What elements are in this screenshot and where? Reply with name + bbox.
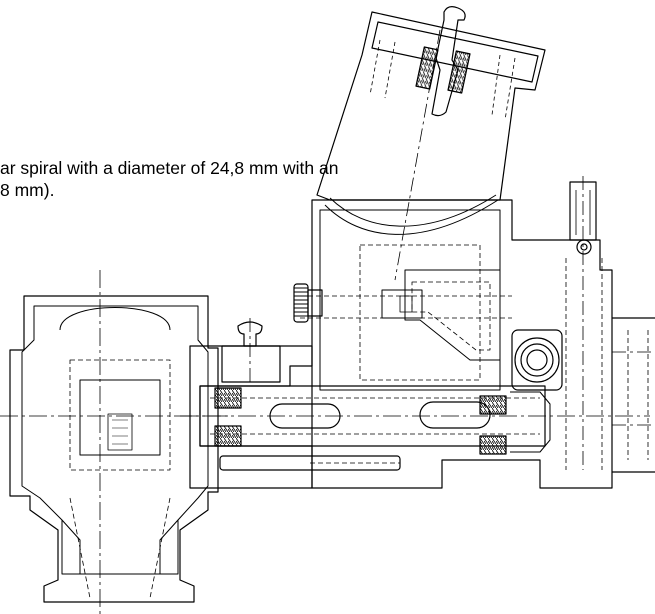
knob-icon	[221, 318, 281, 384]
spring-icon	[479, 395, 507, 415]
caption-text: ar spiral with a diameter of 24,8 mm wit…	[0, 158, 520, 201]
lower-rod	[219, 455, 401, 471]
plunger-knob-icon	[415, 6, 471, 117]
knurled-knob-icon	[293, 283, 323, 323]
main-body	[300, 199, 613, 489]
caption-line-2: 8 mm).	[0, 179, 55, 200]
spring-icon	[214, 425, 242, 447]
outlet-pipe	[612, 317, 655, 473]
drive-shaft	[180, 385, 650, 455]
right-post	[565, 176, 603, 470]
left-housing	[0, 270, 230, 614]
caption-line-1: ar spiral with a diameter of 24,8 mm wit…	[0, 158, 339, 178]
left-connector	[189, 345, 313, 489]
nut-icon	[511, 329, 563, 391]
spring-icon	[214, 387, 242, 409]
spring-icon	[479, 435, 507, 455]
